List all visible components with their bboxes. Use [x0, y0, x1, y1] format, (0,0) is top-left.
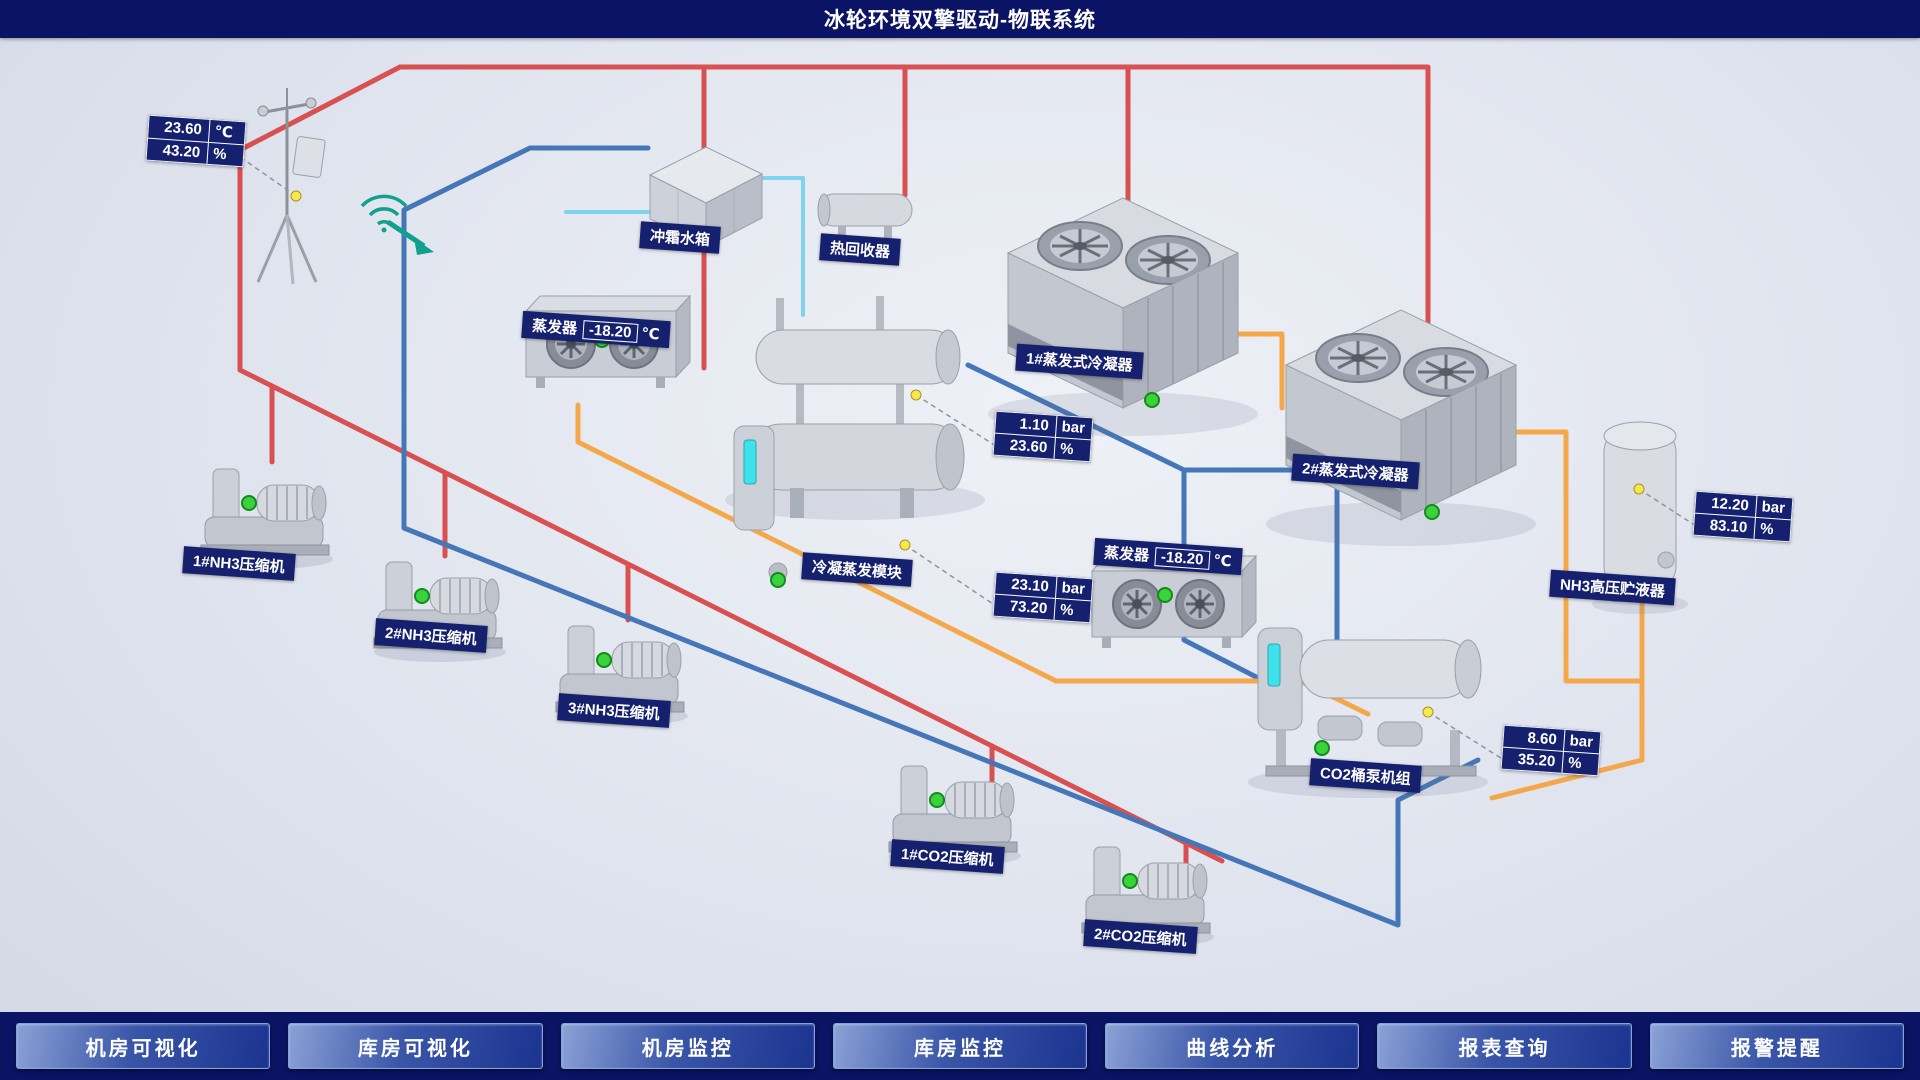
nav-warehouse-visualization[interactable]: 库房可视化 [288, 1023, 543, 1069]
cyan-pipes [564, 176, 805, 317]
evaporator-right-name: 蒸发器 [1103, 544, 1150, 565]
co2-pump-unit-shape [1257, 627, 1482, 777]
nav-warehouse-monitoring[interactable]: 库房监控 [832, 1023, 1088, 1069]
condenser-2-shape [1284, 308, 1518, 522]
module-top-level: 23.60 [1009, 436, 1048, 457]
weather-humidity-value: 43.20 [162, 141, 201, 162]
status-evaporator-right [1157, 587, 1173, 603]
nav-machine-room-monitoring[interactable]: 机房监控 [560, 1023, 815, 1069]
status-indicators [594, 332, 1440, 756]
bottom-nav: 机房可视化 库房可视化 机房监控 库房监控 曲线分析 报表查询 报警提醒 [0, 1012, 1920, 1080]
flow-arrow-icon [386, 219, 434, 255]
co2-pump-pressure: 8.60 [1527, 729, 1558, 749]
evaporator-left-temp: -18.20 [582, 320, 639, 343]
co2-pump-level: 35.20 [1517, 750, 1556, 771]
module-bottom-level: 73.20 [1009, 597, 1048, 618]
nav-curve-analysis[interactable]: 曲线分析 [1105, 1023, 1360, 1069]
weather-temp-unit: ℃ [207, 119, 246, 145]
nh3-receiver-pressure: 12.20 [1710, 494, 1750, 515]
evaporator-right-temp: -18.20 [1154, 547, 1211, 570]
nh3-receiver-shape [1603, 421, 1677, 602]
weather-station-icon [256, 88, 326, 285]
measure-point-icons [290, 190, 1645, 718]
status-condenser-1 [1144, 392, 1160, 408]
nav-machine-room-visualization[interactable]: 机房可视化 [16, 1023, 271, 1069]
weather-temp-value: 23.60 [163, 118, 203, 139]
weather-readout: 23.60 ℃ 43.20 % [145, 114, 247, 168]
label-heat-recovery: 热回收器 [819, 233, 901, 266]
module-bottom-pressure: 23.10 [1010, 575, 1050, 596]
weather-humidity-unit: % [206, 142, 244, 167]
title-bar: 冰轮环境双擎驱动-物联系统 [0, 0, 1920, 38]
status-condenser-2 [1424, 504, 1440, 520]
heat-recovery-shape [817, 193, 913, 238]
red-pipes [237, 64, 1431, 885]
label-defrost-tank: 冲霜水箱 [639, 221, 721, 254]
nav-report-query[interactable]: 报表查询 [1377, 1023, 1632, 1069]
status-module [770, 572, 786, 588]
page-title: 冰轮环境双擎驱动-物联系统 [824, 9, 1096, 32]
module-top-pressure: 1.10 [1019, 415, 1050, 435]
cond-evap-module-shape [733, 296, 965, 582]
evaporator-left-name: 蒸发器 [531, 317, 578, 338]
nav-alarm-reminder[interactable]: 报警提醒 [1649, 1023, 1904, 1069]
nh3-receiver-level: 83.10 [1709, 516, 1748, 537]
status-co2-pump-unit [1314, 740, 1330, 756]
